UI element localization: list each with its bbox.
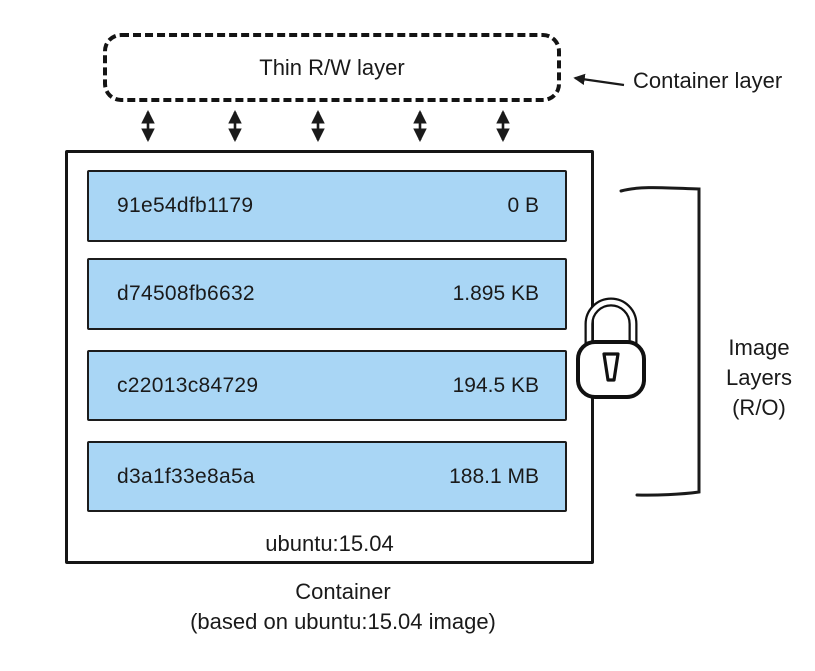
layer-size: 1.895 KB [452,282,539,305]
image-layer-row: d3a1f33e8a5a 188.1 MB [87,441,567,512]
lock-icon [574,294,648,400]
layer-size: 0 B [507,194,539,217]
layer-id: 91e54dfb1179 [117,194,254,217]
annotation-arrow-icon [573,73,625,87]
image-layer-row: 91e54dfb1179 0 B [87,170,567,242]
layer-size: 194.5 KB [452,373,539,397]
layer-size: 188.1 MB [449,464,539,488]
caption-line-2: (based on ubuntu:15.04 image) [190,609,496,634]
image-layer-row: d74508fb6632 1.895 KB [87,258,567,330]
base-image-label: ubuntu:15.04 [265,531,394,556]
image-layers-label: Image Layers (R/O) [725,335,793,420]
thin-rw-layer-box: Thin R/W layer [103,33,561,102]
layer-id: c22013c84729 [117,373,259,397]
bidirectional-arrow-icon [141,109,510,143]
diagram-caption: Container (based on ubuntu:15.04 image) [103,577,583,637]
container-layer-annotation: Container layer [633,68,783,93]
layer-id: d3a1f33e8a5a [117,464,255,488]
thin-rw-layer-label: Thin R/W layer [259,54,405,80]
image-layer-row: c22013c84729 194.5 KB [87,350,567,421]
layer-id: d74508fb6632 [117,282,255,305]
caption-line-1: Container [295,579,391,604]
